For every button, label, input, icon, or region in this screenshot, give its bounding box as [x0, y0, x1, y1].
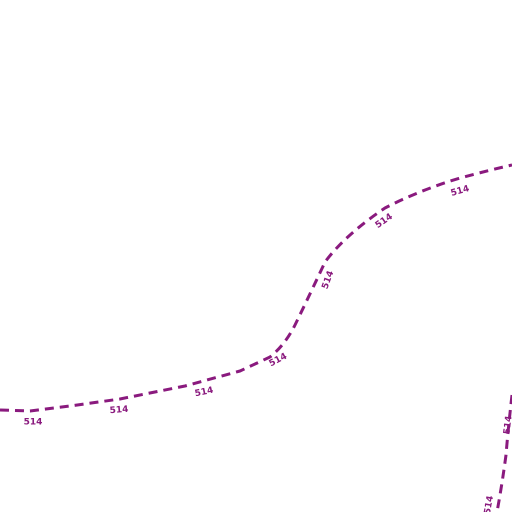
route-label-514: 514 [109, 405, 129, 417]
route-514-main [0, 163, 512, 413]
route-label-514: 514 [268, 352, 289, 370]
route-514-branch [495, 394, 512, 512]
route-label-514: 514 [194, 386, 214, 400]
route-label-514: 514 [483, 495, 496, 512]
route-label-514: 514 [450, 184, 471, 199]
route-label-514: 514 [502, 415, 512, 435]
route-label-514: 514 [321, 270, 337, 291]
route-label-514: 514 [24, 418, 43, 428]
